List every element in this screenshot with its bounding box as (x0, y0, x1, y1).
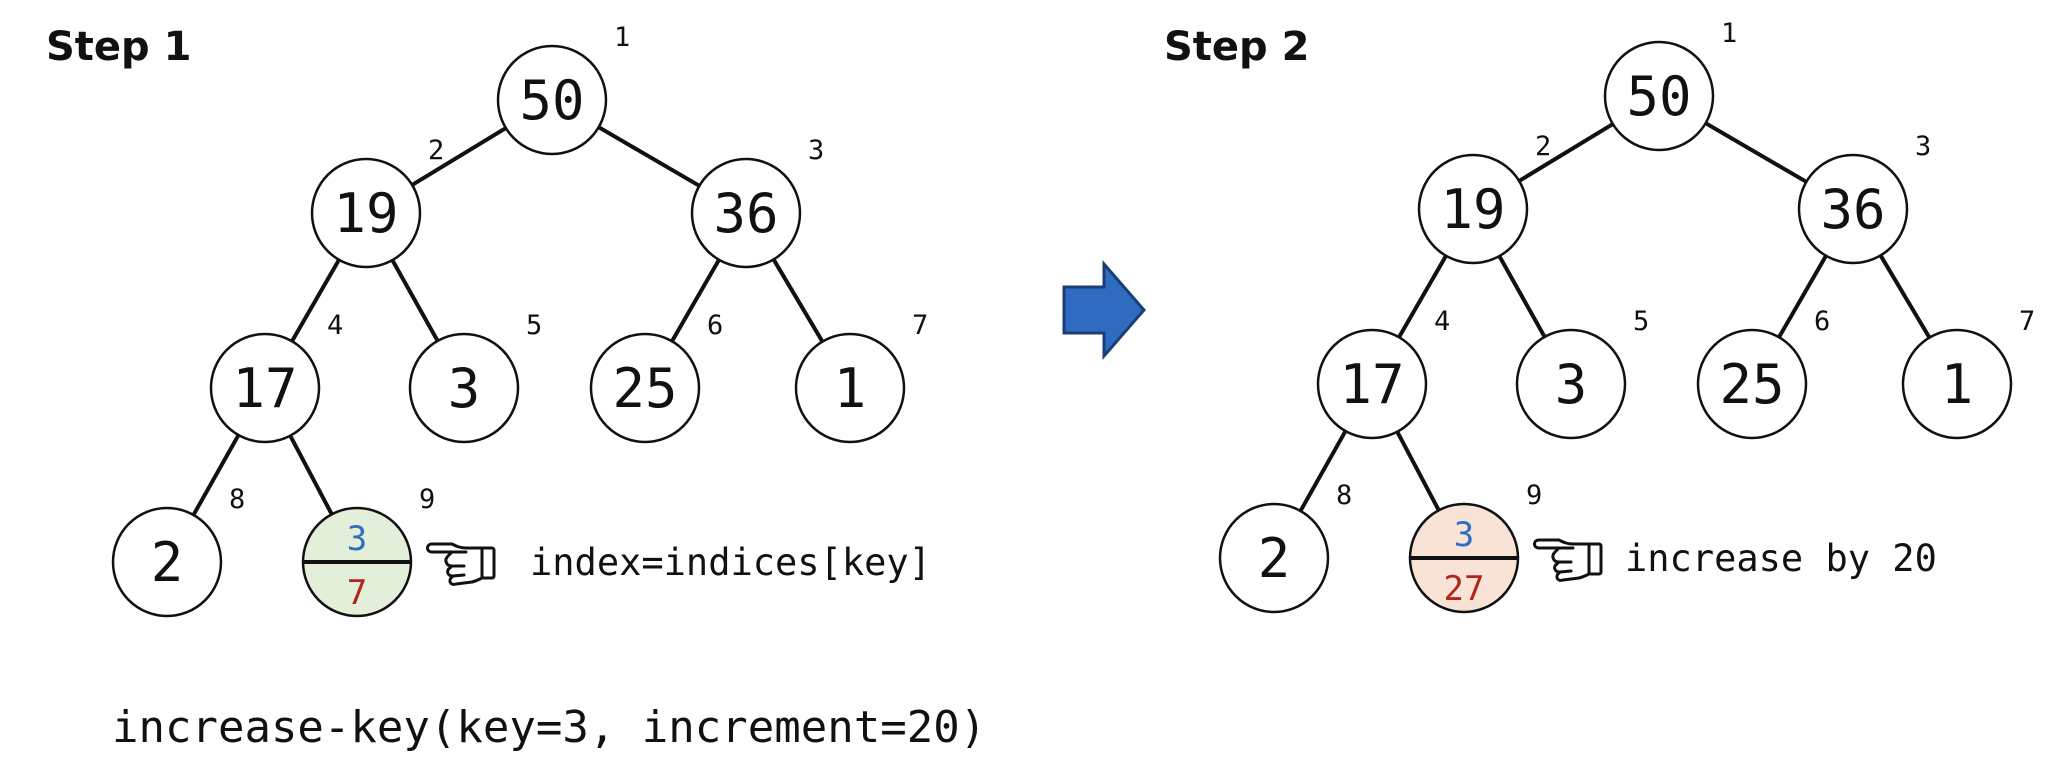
node-value: 36 (713, 182, 778, 245)
heap-node: 35 (408, 310, 542, 444)
heap-node: 17 4 (1316, 306, 1450, 440)
node-index: 5 (526, 310, 542, 341)
tree-edge (191, 433, 241, 517)
operation-label: increase-key(key=3, increment=20) (112, 702, 986, 753)
node-circle (1696, 328, 1808, 440)
node-index: 4 (1434, 306, 1450, 337)
heap-node: 28 (1218, 480, 1352, 614)
tree-edge (1396, 253, 1449, 340)
heap-node: 50 1 (496, 22, 630, 156)
node-circle (589, 332, 701, 444)
node-circle (690, 157, 802, 269)
step-annotation: index=indices[key] (530, 541, 931, 584)
node-value: 3 (1555, 353, 1588, 416)
tree-edge (1517, 122, 1615, 183)
node-circle (1316, 328, 1428, 440)
step-title: Step 1 (46, 24, 191, 70)
node-circle (408, 332, 520, 444)
node-value: 19 (333, 182, 398, 245)
tree-edge (410, 126, 508, 187)
pointing-hand-icon (1533, 538, 1603, 582)
node-index: 7 (912, 310, 928, 341)
node-circle (794, 332, 906, 444)
node-value: 19 (1440, 178, 1505, 241)
step-panel-1: Step 1501192363174352561728379index=indi… (46, 22, 931, 618)
node-value: 1 (1941, 353, 1974, 416)
node-circle (1218, 502, 1330, 614)
node-key: 3 (1454, 515, 1474, 555)
heap-node: 25 6 (589, 310, 723, 444)
heap-node: 19 2 (310, 135, 444, 269)
node-priority: 27 (1444, 569, 1485, 609)
heap-node: 17 (794, 310, 928, 444)
heap-node: 3 27 9 (1408, 480, 1542, 614)
node-circle (1417, 153, 1529, 265)
node-value: 17 (1339, 353, 1404, 416)
node-index: 8 (1336, 480, 1352, 511)
node-index: 8 (229, 484, 245, 515)
tree-edge (669, 257, 722, 344)
node-circle (209, 332, 321, 444)
heap-node: 28 (111, 484, 245, 618)
node-index: 5 (1633, 306, 1649, 337)
heap-node: 17 4 (209, 310, 343, 444)
node-circle (310, 157, 422, 269)
node-value: 3 (448, 357, 481, 420)
node-value: 36 (1820, 178, 1885, 241)
node-circle (1901, 328, 2013, 440)
node-value: 50 (1626, 65, 1691, 128)
node-index: 3 (808, 135, 824, 166)
tree-edge (289, 257, 342, 344)
node-index: 7 (2019, 306, 2035, 337)
node-value: 25 (612, 357, 677, 420)
node-circle (1603, 40, 1715, 152)
tree-edge (1878, 253, 1932, 340)
heap-node: 25 6 (1696, 306, 1830, 440)
node-index: 9 (1526, 480, 1542, 511)
node-circle (496, 44, 608, 156)
heap-node: 36 3 (690, 135, 824, 269)
tree-edge (596, 125, 702, 188)
node-index: 1 (614, 22, 630, 53)
node-index: 3 (1915, 131, 1931, 162)
heap-node: 3 7 9 (301, 484, 435, 618)
tree-edge (1395, 429, 1441, 513)
node-index: 6 (707, 310, 723, 341)
node-circle (1515, 328, 1627, 440)
node-value: 2 (1258, 527, 1291, 590)
node-index: 2 (428, 135, 444, 166)
pointing-hand-icon (426, 542, 496, 586)
node-circle (111, 506, 223, 618)
node-key: 3 (347, 519, 367, 559)
tree-edge (1703, 121, 1809, 184)
step-annotation: increase by 20 (1625, 537, 1937, 580)
node-value: 1 (834, 357, 867, 420)
tree-edge (1298, 429, 1348, 513)
node-value: 2 (151, 531, 184, 594)
node-index: 1 (1721, 18, 1737, 49)
node-index: 9 (419, 484, 435, 515)
tree-edge (288, 433, 334, 517)
heap-node: 50 1 (1603, 18, 1737, 152)
step-panel-2: Step 25011923631743525617283279increase … (1164, 18, 2035, 614)
tree-edge (1497, 254, 1547, 339)
node-value: 50 (519, 69, 584, 132)
node-circle (1797, 153, 1909, 265)
right-arrow-icon (1062, 259, 1146, 361)
node-priority: 7 (347, 573, 367, 613)
step-title: Step 2 (1164, 24, 1309, 70)
tree-edge (1776, 253, 1829, 340)
node-index: 4 (327, 310, 343, 341)
tree-edge (771, 257, 825, 344)
heap-node: 36 3 (1797, 131, 1931, 265)
heap-node: 35 (1515, 306, 1649, 440)
node-index: 6 (1814, 306, 1830, 337)
node-value: 25 (1719, 353, 1784, 416)
node-index: 2 (1535, 131, 1551, 162)
heap-node: 19 2 (1417, 131, 1551, 265)
heap-node: 17 (1901, 306, 2035, 440)
tree-edge (390, 258, 440, 343)
node-value: 17 (232, 357, 297, 420)
